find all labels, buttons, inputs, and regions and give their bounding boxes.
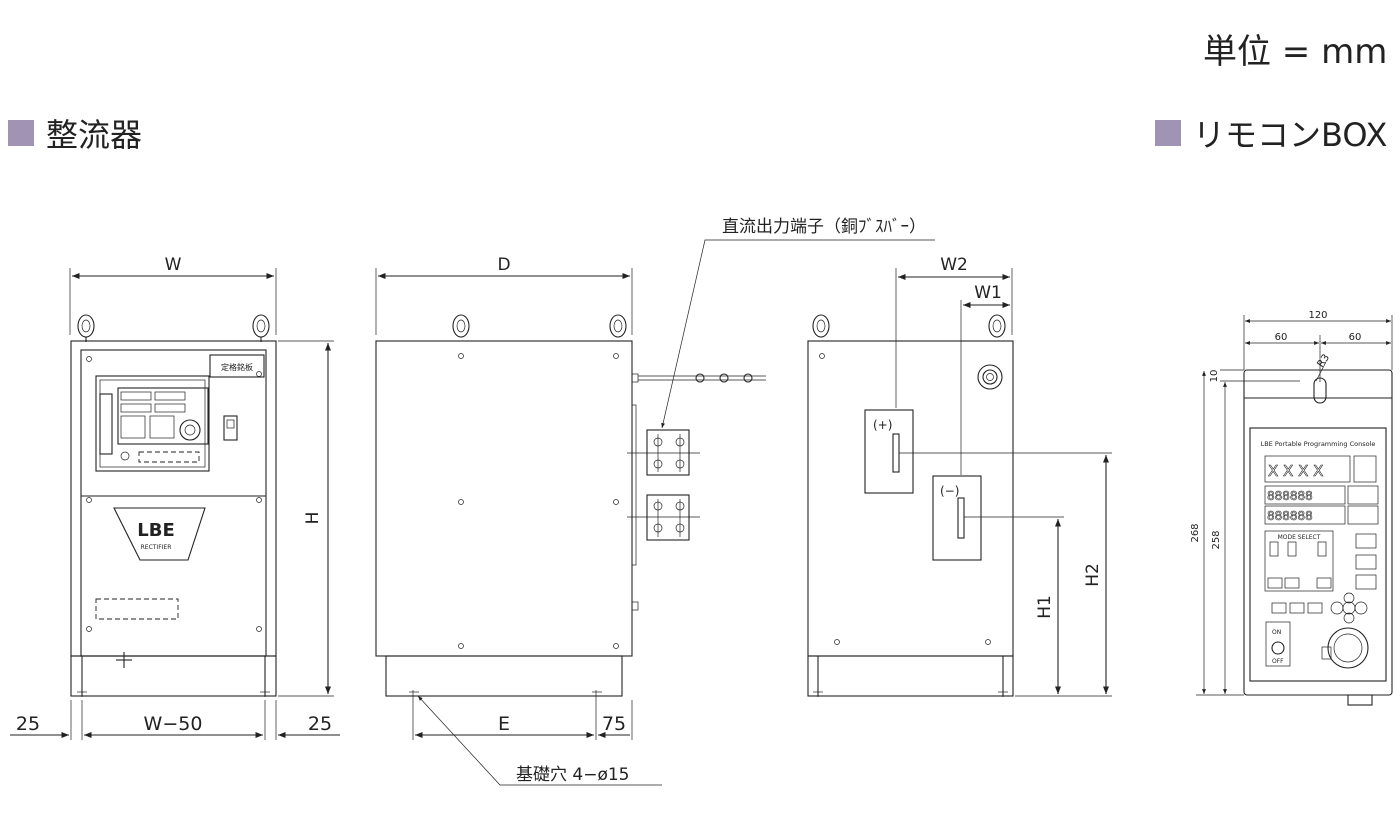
lifting-eye-icon [452,314,470,338]
remote-box-view: 120 60 60 R3 268 258 10 LBE Portable Pro… [1190,310,1393,706]
screw-icon [819,353,825,359]
power-off-label: OFF [1272,658,1284,665]
lifting-eye-icon [812,314,830,338]
screw-icon [86,626,92,632]
rear-view: W2 W1 (+) [807,255,1112,697]
section-title-remote-text: リモコンBOX [1193,116,1388,154]
section-marker-icon [8,120,34,146]
dim-258: 258 [1211,530,1222,549]
screw-icon [86,497,92,503]
svg-text:X X X X: X X X X [1268,462,1323,480]
dim-H: H [303,512,323,525]
power-on-label: ON [1272,629,1281,636]
dim-25-right: 25 [308,713,332,735]
screw-icon [613,499,619,505]
polarity-minus: (−) [940,484,959,498]
cable-gland-icon [977,364,1003,390]
screw-icon [256,626,262,632]
lbe-logo: LBE RECTIFIER [113,507,206,561]
front-view: W 定格銘板 [10,255,340,740]
dim-W2: W2 [940,255,968,275]
dim-W-50: W−50 [144,713,203,735]
dim-E: E [498,713,510,735]
lifting-eye-icon [77,314,95,342]
side-view: D [375,217,935,786]
dim-H1: H1 [1035,595,1055,619]
dim-W: W [165,255,182,275]
screw-icon [985,639,991,645]
rotary-knob-icon [1327,627,1369,669]
mode-select-label: MODE SELECT [1278,534,1321,541]
svg-text:888888: 888888 [1267,509,1313,523]
section-title-rectifier: 整流器 [8,110,142,156]
dim-268: 268 [1190,523,1201,542]
dim-W1: W1 [974,283,1002,303]
dim-120: 120 [1308,310,1327,321]
unit-label: 単位 = mm [1203,32,1388,72]
rating-plate-label: 定格銘板 [221,362,253,372]
screw-icon [256,371,262,377]
screw-icon [613,643,619,649]
screw-icon [458,353,464,359]
lifting-eye-icon [988,314,1006,338]
polarity-plus: (+) [873,418,892,432]
screw-icon [256,497,262,503]
screw-icon [613,353,619,359]
section-marker-icon [1155,120,1181,146]
svg-text:LBE: LBE [137,520,175,541]
bus-bar-upper [627,429,700,476]
base-hole-callout: 基礎穴 4−ø15 [516,765,630,785]
dim-75: 75 [602,713,626,735]
dc-terminal-callout: 直流出力端子（銅ﾌﾞｽﾊﾞｰ） [722,217,926,237]
screw-icon [834,639,840,645]
dim-D: D [497,255,510,275]
dim-H2: H2 [1083,563,1103,587]
section-title-rectifier-text: 整流器 [46,116,143,154]
lifting-eye-icon [609,314,627,338]
arrow-keypad-icon [1330,592,1368,624]
bus-bar-lower [627,494,700,541]
screw-icon [86,356,92,362]
section-title-remote: リモコンBOX [1155,110,1387,156]
dim-60-right: 60 [1349,332,1362,343]
console-title: LBE Portable Programming Console [1261,440,1376,448]
svg-text:RECTIFIER: RECTIFIER [141,544,172,551]
dim-25-left: 25 [16,713,40,735]
dim-60-left: 60 [1275,332,1288,343]
lifting-eye-icon [252,314,270,342]
dim-10: 10 [1209,370,1220,383]
screw-icon [458,643,464,649]
screw-icon [458,499,464,505]
svg-text:888888: 888888 [1267,489,1313,503]
dim-R3: R3 [1315,353,1332,370]
